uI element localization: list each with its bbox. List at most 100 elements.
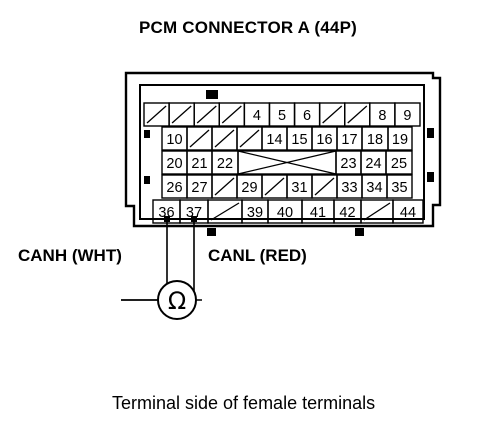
terminal-number: 21 [191,156,207,172]
blank-terminal-slash [314,177,335,196]
terminal-number: 9 [403,108,411,124]
terminal-number: 31 [291,180,307,196]
lock-tab-left [206,90,218,99]
terminal-cell-17: 17 [336,126,363,151]
terminal-number: 36 [158,205,174,221]
terminal-number: 24 [365,156,381,172]
terminal-number: 16 [316,132,332,148]
blank-terminal-slash [239,129,260,148]
terminal-number: 34 [366,180,382,196]
canh-probe-tip [164,216,170,222]
blank-terminal-slash [146,105,167,124]
terminal-number: 27 [191,180,207,196]
canh-wire-label: CANH (WHT) [18,246,122,265]
terminal-cell-26: 26 [161,174,188,199]
terminal-cell-31: 31 [286,174,313,199]
terminal-cell-5: 5 [268,102,296,127]
terminal-number: 42 [339,205,355,221]
ohm-symbol: Ω [168,287,186,315]
terminal-cell-empty [143,102,170,127]
terminal-cell-24: 24 [360,150,387,175]
terminal-cell-18: 18 [361,126,389,151]
canl-lead-wire [193,220,202,301]
terminal-cell-empty [211,174,238,199]
blank-terminal-slash [363,202,391,221]
terminal-number: 37 [186,205,202,221]
terminal-number: 4 [253,108,261,124]
terminal-number: 18 [367,132,383,148]
terminal-cell-empty [344,102,371,127]
terminal-number: 26 [166,180,182,196]
terminal-cell-15: 15 [286,126,313,151]
terminal-cell-21: 21 [186,150,213,175]
terminal-number: 17 [341,132,357,148]
terminal-number: 6 [303,108,311,124]
blank-center-band [237,150,337,175]
terminal-cell-20: 20 [161,150,188,175]
bottom-key-left [207,228,216,236]
terminal-number: 15 [291,132,307,148]
side-key-left-2 [144,176,150,184]
terminal-cell-empty [218,102,246,127]
blank-terminal-slash [196,105,217,124]
blank-terminal-slash [221,105,242,124]
terminal-cell-empty [186,126,213,151]
terminal-cell-22: 22 [211,150,239,175]
blank-terminal-slash [347,105,368,124]
terminal-cell-14: 14 [261,126,288,151]
terminal-number: 20 [166,156,182,172]
diagram-caption: Terminal side of female terminals [112,393,376,413]
blank-terminal-slash [214,129,235,148]
blank-terminal-slash [210,202,240,221]
terminal-number: 25 [391,156,407,172]
ohmmeter-circle [157,280,197,320]
side-key-left-1 [144,130,150,138]
terminal-number: 10 [166,132,182,148]
terminal-number: 19 [392,132,408,148]
terminal-number: 35 [391,180,407,196]
canl-probe-tip [191,216,197,222]
connector-housing-inner [139,84,425,220]
terminal-number: 8 [378,108,386,124]
terminal-number: 41 [310,205,326,221]
terminal-cell-empty [211,126,238,151]
blank-terminal-slash [322,105,343,124]
terminal-cell-44: 44 [392,199,424,224]
terminal-cell-empty [168,102,195,127]
terminal-number: 44 [400,205,416,221]
terminal-cell-empty [318,102,346,127]
terminal-number: 29 [241,180,257,196]
terminal-number: 39 [247,205,263,221]
terminal-cell-10: 10 [161,126,188,151]
terminal-cell-6: 6 [293,102,321,127]
blank-terminal-slash [264,177,285,196]
terminal-number: 14 [266,132,282,148]
terminal-cell-9: 9 [394,102,421,127]
terminal-number: 33 [341,180,357,196]
terminal-cell-4: 4 [243,102,271,127]
side-key-right-2 [427,172,434,182]
terminal-cell-27: 27 [186,174,213,199]
terminal-cell-19: 19 [387,126,413,151]
terminal-cell-35: 35 [386,174,413,199]
terminal-cell-33: 33 [336,174,363,199]
terminal-cell-empty [193,102,220,127]
canl-wire-label: CANL (RED) [208,246,307,265]
blank-terminal-slash [189,129,210,148]
bottom-key-right [355,228,364,236]
terminal-cell-23: 23 [335,150,362,175]
diagram-title: PCM CONNECTOR A (44P) [139,18,357,37]
terminal-cell-empty [261,174,288,199]
terminal-cell-empty [236,126,263,151]
terminal-number: 22 [217,156,233,172]
terminal-cell-29: 29 [236,174,263,199]
blank-terminal-slash [171,105,192,124]
terminal-cell-16: 16 [311,126,338,151]
terminal-number: 23 [340,156,356,172]
terminal-cell-8: 8 [369,102,396,127]
connector-housing-outer [124,71,442,228]
terminal-cell-empty [311,174,338,199]
terminal-cell-25: 25 [385,150,413,175]
